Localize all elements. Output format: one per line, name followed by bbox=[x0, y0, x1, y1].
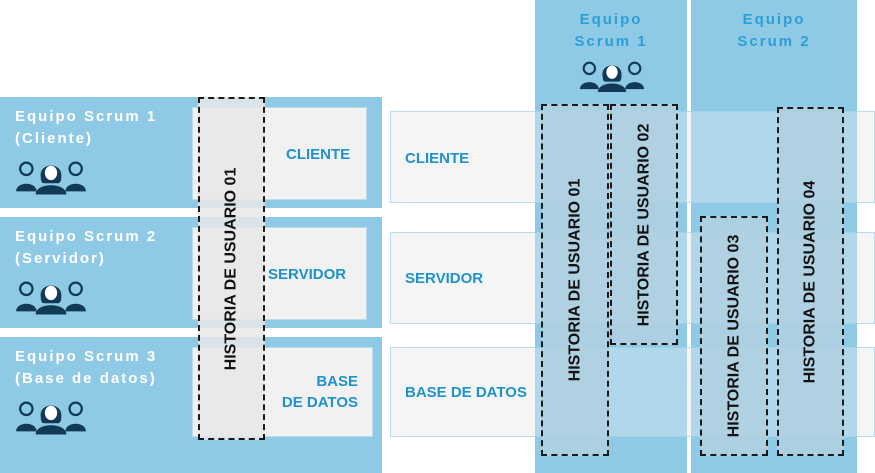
team-people-icon bbox=[14, 161, 88, 195]
team-title-3: Equipo Scrum 3 (Base de datos) bbox=[15, 346, 157, 390]
team-name: Equipo Scrum 1 bbox=[15, 108, 158, 125]
column-title-line1: Equipo bbox=[742, 11, 806, 28]
team-people-icon bbox=[14, 281, 88, 315]
user-story-label: HISTORIA DE USUARIO 03 bbox=[725, 234, 743, 438]
layer-row-label-base-de-datos: BASE DE DATOS bbox=[405, 383, 527, 401]
column-title-line2: Scrum 2 bbox=[737, 33, 811, 50]
team-name: Equipo Scrum 2 bbox=[15, 228, 158, 245]
team-role: (Cliente) bbox=[15, 130, 93, 147]
layer-label-cliente: CLIENTE bbox=[286, 145, 351, 163]
team-role: (Base de datos) bbox=[15, 370, 157, 387]
user-story-04: HISTORIA DE USUARIO 04 bbox=[777, 107, 844, 456]
user-story-01: HISTORIA DE USUARIO 01 bbox=[541, 104, 609, 456]
column-title-line2: Scrum 1 bbox=[574, 33, 648, 50]
team-role: (Servidor) bbox=[15, 250, 106, 267]
user-story-03: HISTORIA DE USUARIO 03 bbox=[700, 216, 768, 456]
team-title-2: Equipo Scrum 2 (Servidor) bbox=[15, 226, 157, 270]
column-title-1: Equipo Scrum 1 bbox=[535, 9, 687, 53]
user-story-label: HISTORIA DE USUARIO 01 bbox=[222, 167, 240, 370]
team-people-icon bbox=[14, 401, 88, 435]
layer-label-base-de-datos: BASE DE DATOS bbox=[262, 371, 358, 413]
team-title-1: Equipo Scrum 1 (Cliente) bbox=[15, 106, 157, 150]
layer-label-servidor: SERVIDOR bbox=[268, 265, 347, 283]
team-name: Equipo Scrum 3 bbox=[15, 348, 158, 365]
user-story-label: HISTORIA DE USUARIO 01 bbox=[566, 178, 584, 382]
layer-label-line2: DE DATOS bbox=[281, 394, 358, 411]
layer-label-line1: BASE bbox=[316, 373, 358, 390]
layer-row-label-servidor: SERVIDOR bbox=[405, 269, 484, 287]
column-title-line1: Equipo bbox=[579, 11, 643, 28]
column-title-2: Equipo Scrum 2 bbox=[691, 9, 857, 53]
user-story-02: HISTORIA DE USUARIO 02 bbox=[610, 104, 678, 345]
user-story-01: HISTORIA DE USUARIO 01 bbox=[198, 97, 265, 440]
user-story-label: HISTORIA DE USUARIO 04 bbox=[801, 180, 819, 383]
user-story-label: HISTORIA DE USUARIO 02 bbox=[635, 123, 653, 326]
team-people-icon bbox=[578, 61, 646, 92]
layer-row-label-cliente: CLIENTE bbox=[405, 149, 470, 167]
